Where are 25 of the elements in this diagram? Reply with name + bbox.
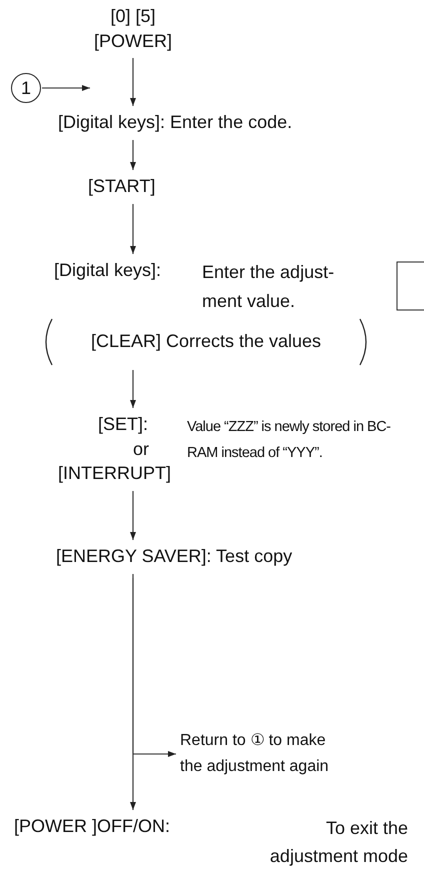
flow-arrow — [130, 491, 136, 540]
step-text: Enter the adjust-ment value. — [202, 261, 336, 313]
or-text: or — [133, 438, 150, 461]
flow-arrow — [130, 370, 136, 408]
key-label: [Digital keys]: — [54, 259, 162, 282]
step-number: 1 — [20, 77, 32, 100]
flow-arrow — [130, 574, 136, 810]
flow-arrow — [130, 204, 136, 254]
flow-arrow — [130, 58, 136, 106]
note-text: [CLEAR] Corrects the values — [90, 330, 322, 353]
exit-note: To exit the adjustment mode — [268, 817, 408, 868]
description-text: Value “ZZZ” is newly stored in BC-RAM instead of “YYY”. — [187, 418, 392, 463]
step-text: [Digital keys]: Enter the code. — [58, 111, 292, 134]
step-marker-circle — [11, 73, 41, 103]
step-text: [ENERGY SAVER]: Test copy — [56, 545, 292, 568]
key-label: [SET]: — [98, 413, 148, 436]
flow-arrow — [130, 140, 136, 170]
return-note: Return to ① to make the adjustment again — [180, 731, 330, 777]
key-label: [INTERRUPT] — [58, 462, 172, 485]
key-label: [0] [5] — [109, 5, 157, 28]
key-label: [POWER ]OFF/ON: — [14, 815, 170, 838]
key-label: [POWER] — [92, 30, 173, 53]
key-label: [START] — [88, 175, 156, 198]
flow-arrow — [42, 85, 90, 91]
flow-arrow — [132, 578, 176, 757]
